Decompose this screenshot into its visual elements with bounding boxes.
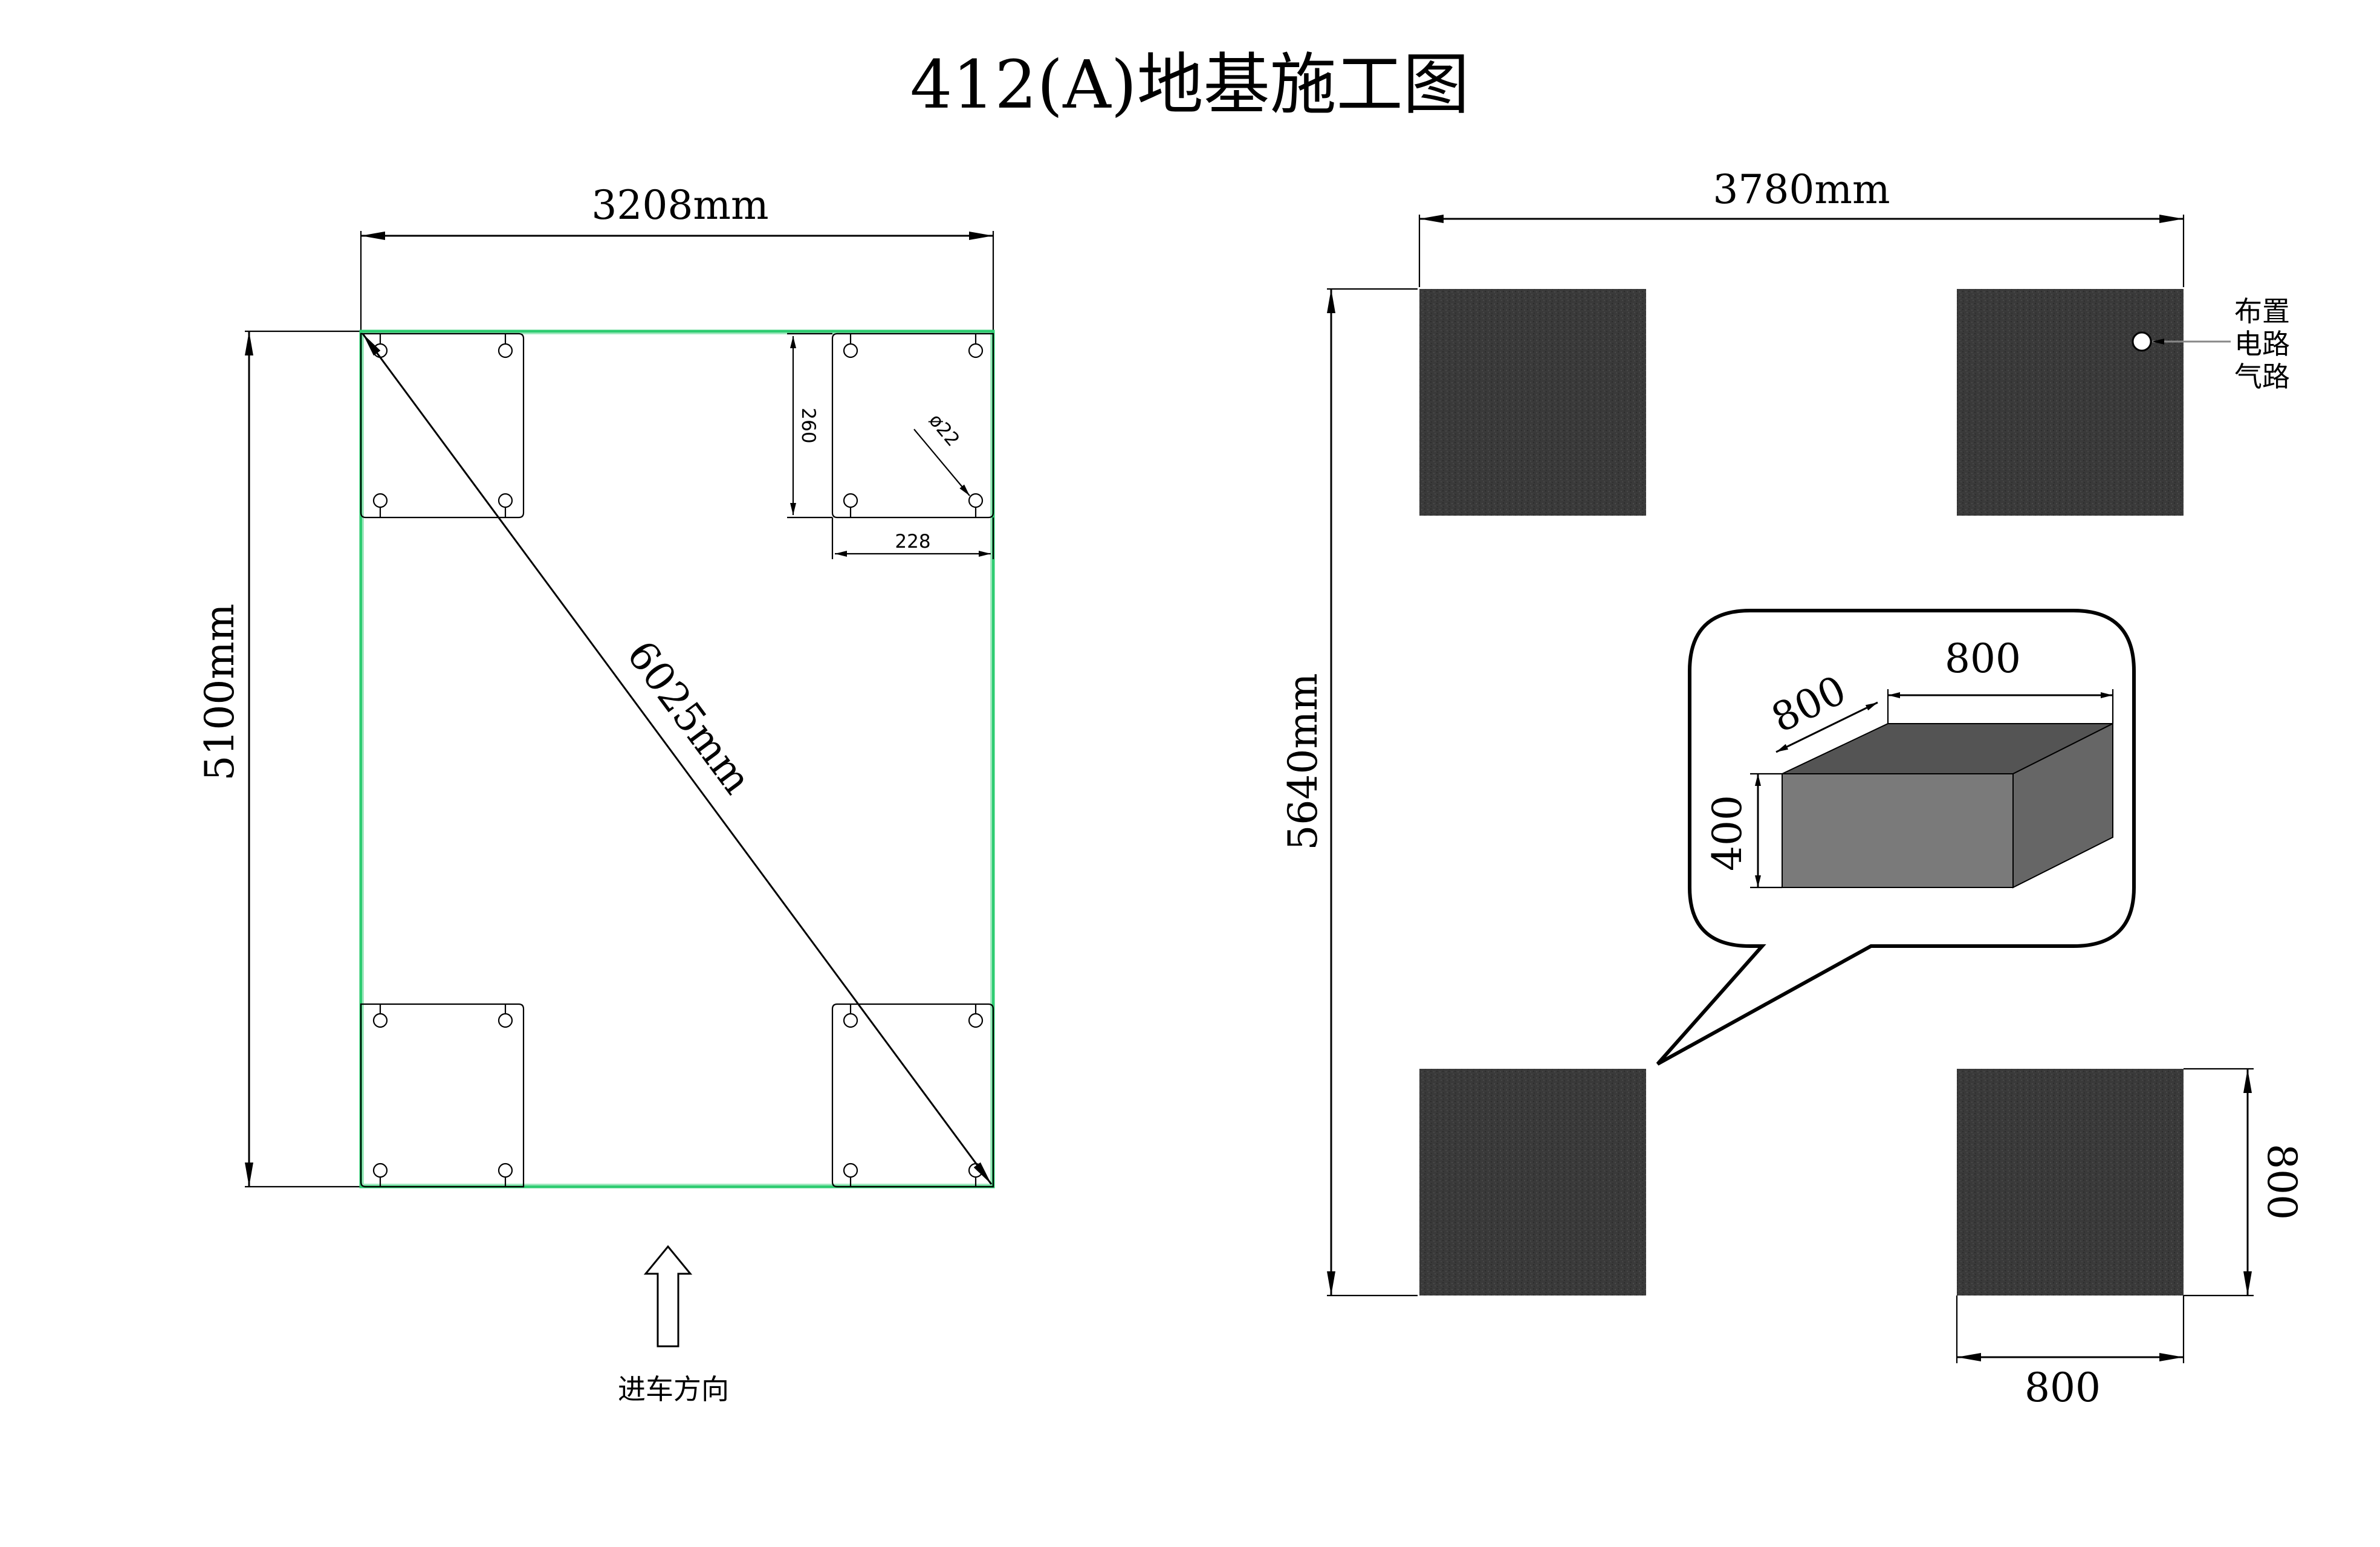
diagonal-dimension-line: [362, 333, 993, 1185]
foundation-pad-top-right: [1957, 289, 2184, 516]
foundation-outline: [359, 329, 995, 1189]
plate-width-label: 228: [895, 531, 930, 553]
block-depth-dimension-line: [1775, 701, 1878, 753]
left-width-label: 3208mm: [591, 182, 768, 229]
left-height-label: 5100mm: [196, 603, 243, 780]
wiring-note-line-3: 气路: [2234, 360, 2290, 393]
block-front-face: [1782, 773, 2014, 888]
foundation-pad-bottom-right: [1957, 1069, 2184, 1296]
base-plate-top-left: [360, 332, 525, 519]
pad-width-label: 800: [2025, 1364, 2101, 1411]
entry-direction-label: 进车方向: [618, 1373, 729, 1406]
right-plan: 3780mm 5640mm 布置 电路 气路 800 800: [1280, 166, 2305, 1411]
plate-height-label: 260: [797, 407, 819, 443]
block-height-label: 400: [1704, 795, 1751, 871]
page-title: 412(A)地基施工图: [910, 46, 1469, 123]
wiring-note-line-2: 电路: [2234, 328, 2290, 360]
foundation-pad-top-left: [1419, 289, 1646, 516]
right-width-label: 3780mm: [1713, 166, 1890, 213]
entry-direction-arrow: [643, 1245, 693, 1348]
conduit-hole-marker: [2132, 331, 2152, 352]
wiring-note-line-1: 布置: [2234, 295, 2290, 328]
left-plan: 3208mm 5100mm: [196, 182, 995, 1406]
pad-height-label: 800: [2258, 1144, 2305, 1220]
block-width-label: 800: [1945, 635, 2021, 682]
base-plate-bottom-right: [831, 1003, 994, 1188]
base-plate-bottom-left: [360, 1003, 525, 1188]
right-height-label: 5640mm: [1280, 673, 1326, 850]
foundation-pad-bottom-left: [1419, 1069, 1646, 1296]
base-plate-top-right: [831, 332, 994, 519]
hole-diameter-label: ø22: [924, 410, 964, 451]
